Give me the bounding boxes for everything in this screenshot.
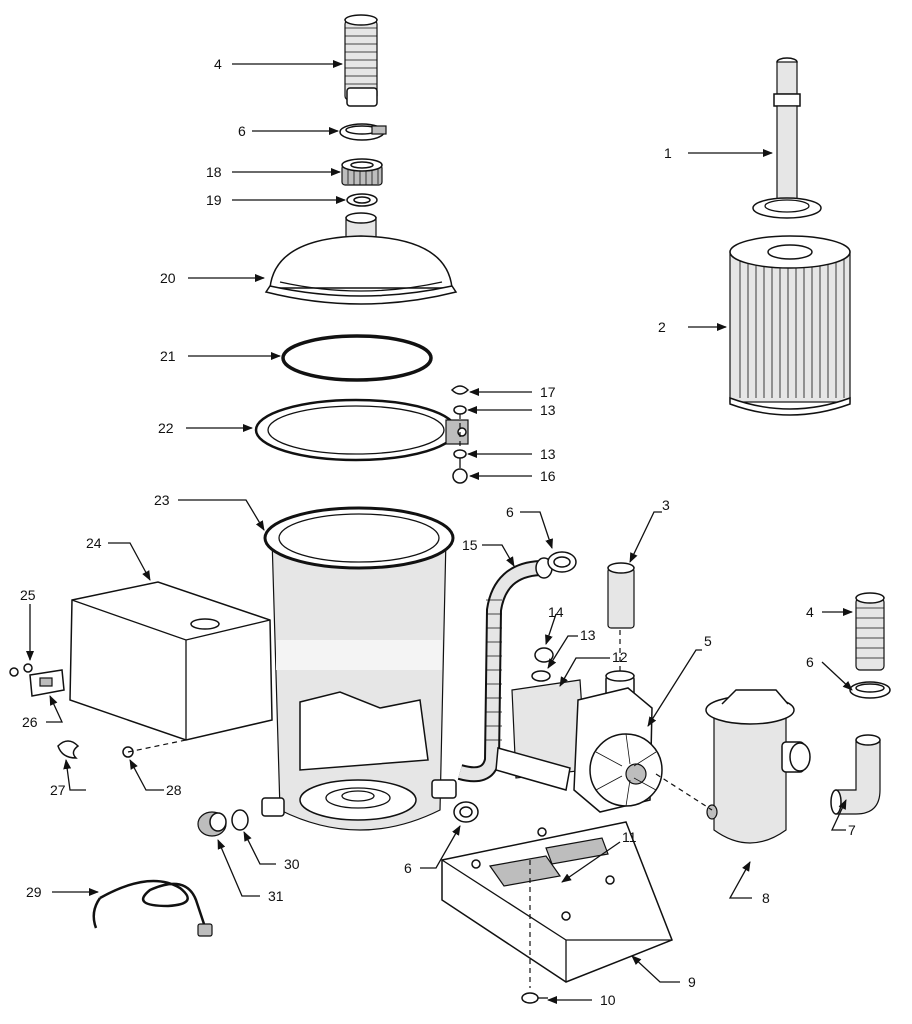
part-10-screw bbox=[521, 992, 548, 1004]
callout-label-28: 28 bbox=[166, 782, 182, 798]
part-13-washer-lower bbox=[453, 449, 467, 468]
callout-label-22: 22 bbox=[158, 420, 174, 436]
callout-label-4-top: 4 bbox=[214, 56, 222, 72]
callout-label-10: 10 bbox=[600, 992, 616, 1008]
part-9-pump-base bbox=[441, 821, 673, 983]
part-14-cap bbox=[534, 647, 554, 663]
callout-label-16: 16 bbox=[540, 468, 556, 484]
part-29-power-cord bbox=[92, 879, 213, 937]
part-4-hose-top bbox=[344, 14, 378, 107]
callout-label-20: 20 bbox=[160, 270, 176, 286]
part-6-hose-clamp-lower bbox=[453, 801, 479, 823]
part-8-strainer-pot bbox=[705, 689, 811, 844]
part-25-screw bbox=[23, 663, 33, 673]
alignment-lines bbox=[127, 414, 713, 988]
callout-label-13-lower: 13 bbox=[540, 446, 556, 462]
part-20-tank-lid bbox=[264, 212, 458, 305]
callout-label-8: 8 bbox=[762, 890, 770, 906]
part-21-lid-o-ring bbox=[281, 334, 433, 382]
callout-label-7: 7 bbox=[848, 822, 856, 838]
callout-label-12: 12 bbox=[612, 649, 628, 665]
part-4-hose-right bbox=[855, 592, 885, 671]
part-6-hose-clamp-top bbox=[339, 123, 387, 141]
callout-label-6-mid: 6 bbox=[506, 504, 514, 520]
callout-label-25: 25 bbox=[20, 587, 36, 603]
part-3-pipe bbox=[607, 562, 635, 629]
part-13-washer-pump bbox=[531, 670, 551, 682]
callout-label-9: 9 bbox=[688, 974, 696, 990]
callout-label-23: 23 bbox=[154, 492, 170, 508]
part-2-filter-cartridge bbox=[729, 235, 851, 416]
part-27-clip bbox=[57, 740, 80, 759]
part-11-mounting-brackets bbox=[488, 837, 609, 887]
part-7-elbow bbox=[830, 734, 881, 815]
part-17-clip bbox=[450, 385, 470, 395]
part-24-cover bbox=[69, 581, 273, 741]
part-26-bracket bbox=[9, 667, 65, 697]
callout-label-27: 27 bbox=[50, 782, 66, 798]
part-13-washer-upper bbox=[453, 405, 467, 415]
part-1-filter-stem bbox=[752, 57, 822, 219]
callout-label-4-right: 4 bbox=[806, 604, 814, 620]
part-18-nut bbox=[341, 158, 383, 186]
callout-label-6-top: 6 bbox=[238, 123, 246, 139]
part-6-hose-clamp-right bbox=[849, 681, 891, 699]
callout-label-21: 21 bbox=[160, 348, 176, 364]
callout-label-6-right: 6 bbox=[806, 654, 814, 670]
callout-label-24: 24 bbox=[86, 535, 102, 551]
callout-label-13-pump: 13 bbox=[580, 627, 596, 643]
callout-label-1: 1 bbox=[664, 145, 672, 161]
leader-arrows bbox=[26, 60, 853, 1004]
part-22-clamp-ring bbox=[254, 398, 469, 462]
part-5-pump-housing bbox=[573, 687, 663, 813]
callout-label-18: 18 bbox=[206, 164, 222, 180]
part-6-hose-clamp-mid bbox=[547, 551, 577, 573]
callout-label-5: 5 bbox=[704, 633, 712, 649]
callout-label-29: 29 bbox=[26, 884, 42, 900]
callout-labels: 4 6 18 19 20 21 22 17 13 13 16 1 2 23 24… bbox=[20, 56, 856, 1008]
callout-label-31: 31 bbox=[268, 888, 284, 904]
callout-label-30: 30 bbox=[284, 856, 300, 872]
callout-label-15: 15 bbox=[462, 537, 478, 553]
callout-label-13-upper: 13 bbox=[540, 402, 556, 418]
callout-label-19: 19 bbox=[206, 192, 222, 208]
callout-label-2: 2 bbox=[658, 319, 666, 335]
callout-label-17: 17 bbox=[540, 384, 556, 400]
callout-label-26: 26 bbox=[22, 714, 38, 730]
part-19-washer bbox=[346, 193, 378, 207]
callout-label-3: 3 bbox=[662, 497, 670, 513]
callout-label-14: 14 bbox=[548, 604, 564, 620]
part-30-o-ring bbox=[231, 809, 249, 831]
part-31-drain-plug bbox=[197, 811, 227, 837]
part-16-knob bbox=[452, 468, 468, 484]
callout-label-11: 11 bbox=[622, 829, 637, 845]
part-23-tank-body bbox=[261, 506, 457, 831]
callout-label-6-lower: 6 bbox=[404, 860, 412, 876]
